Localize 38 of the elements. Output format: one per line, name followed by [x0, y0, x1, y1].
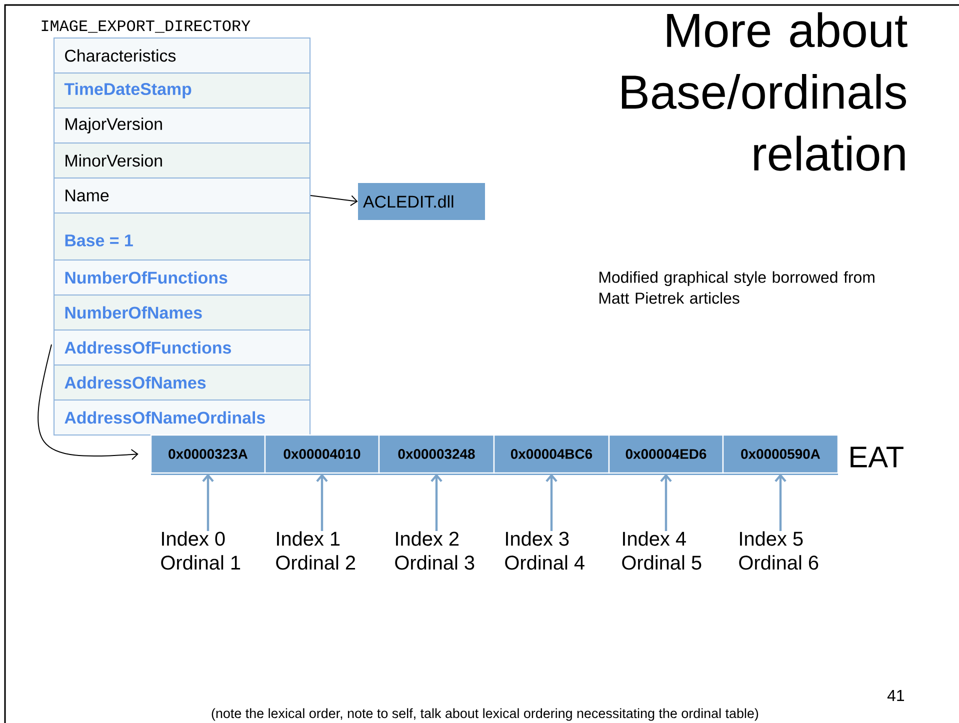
- table-row: AddressOfFunctions: [54, 330, 310, 366]
- node-label: IMAGE_EXPORT_DIRECTORY: [42, 20, 250, 33]
- table-row: TimeDateStamp: [54, 72, 310, 108]
- arrow: [774, 474, 786, 531]
- eat-cell: 0x00004BC6: [493, 434, 610, 474]
- title: More about Base/ordinals relation: [622, 12, 908, 171]
- index-label: Index 0 Ordinal 1: [161, 531, 240, 570]
- eat-cell: 0x0000590A: [722, 434, 839, 474]
- index-label: Index 3 Ordinal 4: [505, 531, 584, 570]
- arrow: [430, 474, 442, 531]
- table-row: MajorVersion: [54, 108, 310, 144]
- table-row: Base = 1: [54, 212, 310, 260]
- index-label: Index 4 Ordinal 5: [622, 531, 702, 570]
- table-row: Name: [54, 178, 310, 214]
- arrow: [38, 344, 138, 460]
- footnote: (note the lexical order, note to self, talk about lexical ordering necessitating the ordinal table): [212, 708, 758, 721]
- table-row: MinorVersion: [54, 142, 310, 178]
- eat-cell: 0x0000323A: [150, 434, 266, 474]
- index-label: Index 5 Ordinal 6: [739, 531, 818, 570]
- table-row: AddressOfNameOrdinals: [54, 400, 310, 436]
- index-label: Index 2 Ordinal 3: [395, 531, 474, 570]
- arrow: [546, 474, 558, 531]
- note: Modified graphical style borrowed from Matt Pietrek articles: [600, 271, 874, 304]
- arrow: [310, 195, 358, 206]
- node-label: EAT: [850, 446, 904, 468]
- eat-cell: 0x00003248: [378, 434, 495, 474]
- table-row: Characteristics: [54, 38, 310, 74]
- table-row: AddressOfNames: [54, 364, 310, 400]
- page-number: 41: [887, 690, 904, 701]
- index-label: Index 1 Ordinal 2: [276, 531, 356, 570]
- arrow: [202, 474, 214, 531]
- table-row: NumberOfFunctions: [54, 260, 310, 296]
- eat-cell: 0x00004010: [264, 434, 380, 474]
- table-row: NumberOfNames: [54, 294, 310, 330]
- eat-cell: 0x00004ED6: [608, 434, 724, 474]
- arrow: [316, 474, 328, 531]
- dll-box: ACLEDIT.dll: [358, 183, 485, 220]
- arrow: [660, 474, 672, 531]
